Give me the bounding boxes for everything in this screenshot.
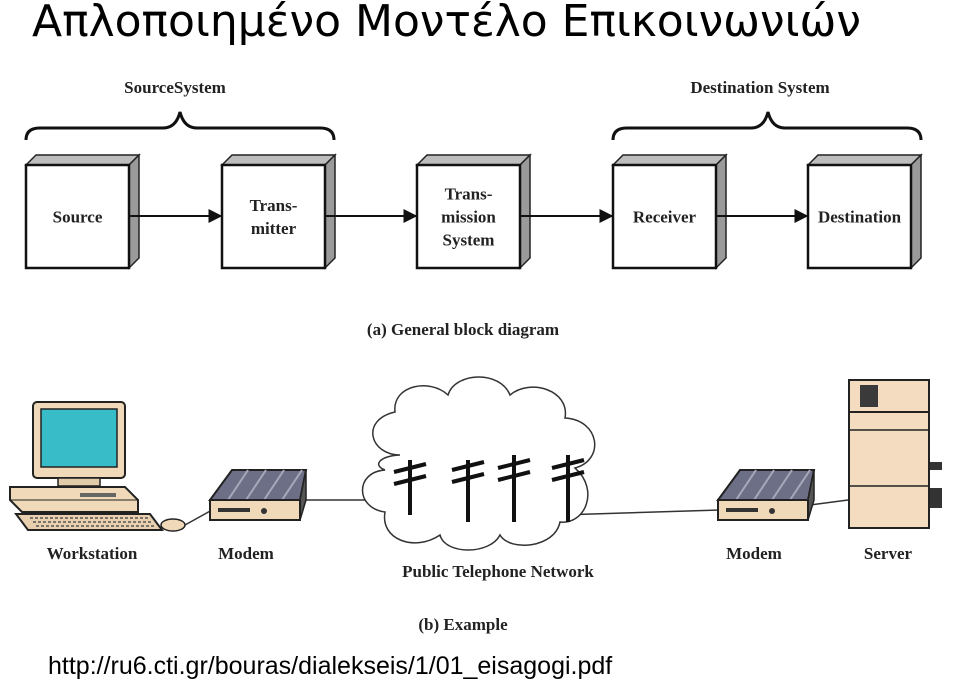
transmitter-block: Trans-mitter — [220, 153, 337, 270]
source-system-brace — [24, 111, 336, 141]
server-icon — [848, 379, 942, 529]
link-workstation-modem — [184, 509, 213, 526]
transmission-system-block-label: mission — [441, 208, 496, 227]
destination-block-label: Destination — [818, 208, 902, 227]
link-modem-server — [809, 499, 849, 506]
workstation-label: Workstation — [47, 544, 138, 563]
server-label: Server — [864, 544, 913, 563]
link-network-modem — [559, 509, 721, 516]
source-system-label: SourceSystem — [124, 78, 226, 97]
network-label: Public Telephone Network — [402, 562, 594, 581]
destination-system-brace — [611, 111, 923, 141]
modem-icon — [716, 469, 816, 521]
transmission-system-block-label: Trans- — [445, 185, 493, 204]
transmitter-block-label: Trans- — [250, 196, 298, 215]
telephone-pole-icon — [393, 455, 585, 522]
example-caption: (b) Example — [418, 615, 508, 634]
receiver-block-label: Receiver — [633, 208, 697, 227]
transmitter-block-label: mitter — [251, 219, 297, 238]
block-row: SourceTrans-mitterTrans-missionSystemRec… — [24, 153, 923, 270]
receiver-block: Receiver — [611, 153, 728, 270]
modem-right-label: Modem — [726, 544, 782, 563]
source-block: Source — [24, 153, 141, 270]
workstation-icon — [9, 401, 186, 532]
destination-block: Destination — [806, 153, 923, 270]
transmission-system-block-label: System — [443, 231, 495, 250]
slide-title: Απλοποιημένο Μοντέλο Επικοινωνιών — [32, 0, 861, 47]
modem-left-label: Modem — [218, 544, 274, 563]
general-block-diagram-caption: (a) General block diagram — [367, 320, 559, 339]
source-url: http://ru6.cti.gr/bouras/dialekseis/1/01… — [48, 652, 613, 680]
source-block-label: Source — [53, 208, 103, 227]
modem-icon — [208, 469, 308, 521]
destination-system-label: Destination System — [690, 78, 829, 97]
